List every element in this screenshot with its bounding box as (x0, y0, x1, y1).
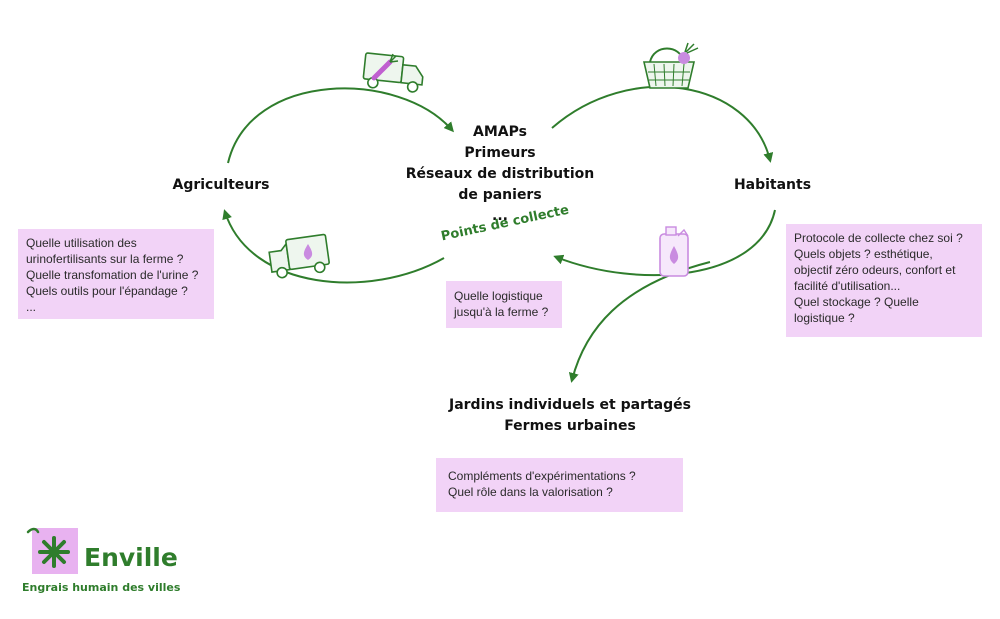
center-line: Primeurs (464, 145, 536, 161)
delivery-truck-carrot-icon (362, 52, 424, 93)
jardins-line: Fermes urbaines (504, 418, 636, 434)
center-line: AMAPs (473, 124, 527, 140)
arrow-habitants-to-jardins (568, 261, 711, 383)
box-line: Quels objets ? esthétique, (794, 247, 933, 261)
arrow-habitants-to-collecte (553, 209, 776, 277)
delivery-truck-drop-icon (268, 233, 330, 279)
box-line: Protocole de collecte chez soi ? (794, 231, 963, 245)
jardins-questions-box: Compléments d'expérimentations ? Quel rô… (436, 458, 683, 512)
box-line: Quel stockage ? Quelle (794, 295, 919, 309)
node-center: AMAPs Primeurs Réseaux de distribution d… (395, 122, 605, 227)
box-line: Quel rôle dans la valorisation ? (448, 485, 613, 499)
box-line: facilité d'utilisation... (794, 279, 901, 293)
box-line: urinofertilisants sur la ferme ? (26, 252, 184, 266)
box-line: Quels outils pour l'épandage ? (26, 284, 188, 298)
arrow-center-to-agriculteurs (222, 209, 445, 284)
flower-logo-icon (26, 527, 70, 568)
box-line: logistique ? (794, 311, 855, 325)
basket-vegetables-icon (642, 42, 699, 89)
logo-name: Enville (84, 543, 178, 572)
box-line: objectif zéro odeurs, confort et (794, 263, 956, 277)
box-line: Quelle utilisation des (26, 236, 137, 250)
agriculteurs-questions-box: Quelle utilisation des urinofertilisants… (18, 229, 214, 319)
node-jardins: Jardins individuels et partagés Fermes u… (420, 395, 720, 437)
node-habitants: Habitants (720, 175, 825, 196)
logistique-box: Quelle logistique jusqu'à la ferme ? (446, 281, 562, 328)
node-habitants-label: Habitants (733, 177, 812, 193)
logo-tagline: Engrais humain des villes (22, 581, 181, 594)
center-line: Réseaux de distribution (405, 166, 595, 182)
box-line: jusqu'à la ferme ? (454, 305, 549, 319)
center-line: ... (492, 208, 508, 224)
habitants-questions-box: Protocole de collecte chez soi ? Quels o… (786, 224, 982, 337)
jerrycan-drop-icon (659, 226, 689, 277)
node-agriculteurs: Agriculteurs (165, 175, 277, 196)
box-line: Quelle transfomation de l'urine ? (26, 268, 199, 282)
center-line: de paniers (458, 187, 542, 203)
jardins-line: Jardins individuels et partagés (449, 397, 691, 413)
box-line: Compléments d'expérimentations ? (448, 469, 636, 483)
node-agriculteurs-label: Agriculteurs (172, 177, 270, 193)
box-line: ... (26, 300, 37, 314)
box-line: Quelle logistique (454, 289, 543, 303)
arrow-agriculteurs-to-center (227, 87, 454, 164)
